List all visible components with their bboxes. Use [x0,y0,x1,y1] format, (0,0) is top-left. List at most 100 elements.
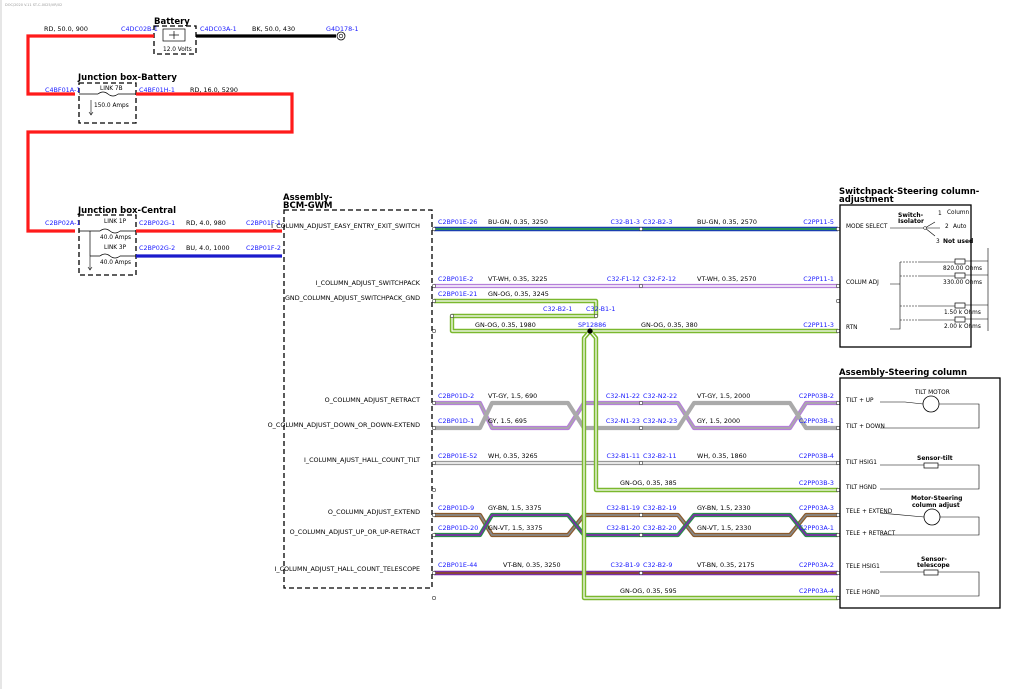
fuse-icon [99,228,121,234]
end-connector: C2PP03A-2 [799,561,834,569]
inline-connector: C32-B2-20 [643,524,677,532]
battery-box [153,25,197,55]
wire-label-left: VT-WH, 0.35, 3225 [488,275,547,283]
connector-pin [431,298,437,304]
bcm-pin: C2BP01E-52 [438,452,477,460]
end-connector: C2PP03B-2 [799,392,834,400]
resistor-icon [954,272,966,279]
jb-battery-amps: 150.0 Amps [94,103,129,109]
svg-text:3: 3 [936,239,940,245]
connector-pin [431,487,437,493]
battery-section: Battery 12.0 Volts RD, 50.0, 900 C4DC02B… [26,17,359,96]
inline-connector: C32-B1-3 [611,218,641,226]
splice-conn1: C32-B2-1 [543,305,573,313]
splice-node-label: SP12886 [578,321,606,329]
bcm-title-1: Assembly- [283,193,333,203]
splice-end: C2PP11-3 [803,321,834,329]
svg-text:TELE HSIG1: TELE HSIG1 [845,564,880,570]
bcm-signal-name: I_COLUMN_ADJUST_EASY_ENTRY_EXIT_SWITCH [271,222,420,230]
inline-connector: C32-B1-9 [611,561,641,569]
wire-label-left: VT-BN, 0.35, 3250 [503,561,561,569]
inline-connector: C32-B2-3 [643,218,673,226]
inline-connector: C32-N2-22 [643,392,677,400]
header-small: DOC/2020 V.11 ST-C-0025/VR/02 [5,3,62,7]
battery-voltage: 12.0 Volts [163,47,192,53]
inline-connector: C32-N2-23 [643,417,677,425]
jb-central-link1: LINK 1P [104,219,127,225]
motor-steering-label-2: column adjust [912,502,960,509]
sensor-tele-label-2: telescope [917,562,950,569]
connector-pin [449,313,455,319]
jb-central-in: C2BP02A-1 [45,219,81,227]
gnd-branch-wire: GN-OG, 0.35, 595 [620,587,677,595]
switch-isolator-2: Isolator [898,218,924,225]
connector-pin [431,283,437,289]
connector-pin [638,226,644,232]
connector-pin [638,570,644,576]
svg-text:TILT HSIG1: TILT HSIG1 [845,460,877,466]
wire-label-right: GY-BN, 1.5, 2330 [697,504,751,512]
wire-label-left: GY-BN, 1.5, 3375 [488,504,542,512]
connector-pin [835,570,841,576]
svg-text:Auto: Auto [953,224,967,230]
bcm-pin: C2BP01E-2 [438,275,473,283]
ground-icon [336,31,346,41]
wire-label-right: GY, 1.5, 2000 [697,417,740,425]
splice-node [587,328,593,334]
switchpack-title-2: adjustment [839,195,894,205]
connector-pin [638,460,644,466]
connector-pin [638,283,644,289]
bcm-signal-name: I_COLUMN_ADJUST_HALL_COUNT_TELESCOPE [274,565,420,573]
sensor-icon [923,569,939,576]
bcm-title-2: BCM-GWM [283,201,333,211]
sensor-tilt-label: Sensor-tilt [917,455,953,462]
ground-connector: G4D178-1 [326,25,359,33]
not-used-label: Not used [943,238,973,245]
splice-wire-left: GN-OG, 0.35, 1980 [475,321,536,329]
bcm-pin: C2BP01E-21 [438,290,477,298]
motor-icon [922,395,940,413]
connector-pin [835,400,841,406]
switch-isolator-1: Switch- [898,212,924,219]
wire-gnd-tele-core[interactable] [583,330,838,599]
wire-down-extend-core[interactable] [434,402,838,429]
jb-central-out1: C2BP02G-1 [139,219,175,227]
bcm-signal-name: I_COLUMN_AJUST_HALL_COUNT_TILT [304,456,420,464]
wire-up-retract-core[interactable] [434,514,838,536]
sensor-tele-label-1: Sensor- [921,556,947,563]
connector-pin [835,328,841,334]
end-connector: C2PP11-1 [803,275,834,283]
connector-pin [638,400,644,406]
junction-box-battery: Junction box-Battery C4BF01A-1 LINK 7B 1… [26,73,294,233]
wire-label-right: GN-VT, 1.5, 2330 [697,524,752,532]
resistor-icon [954,316,966,323]
motor-steering-label-1: Motor-Steering [911,495,962,502]
bcm-signal-name: O_COLUMN_ADJUST_UP_OR_UP-RETRACT [290,528,421,536]
wire-label-left: WH, 0.35, 3265 [488,452,538,460]
wire-battery-right-label: BK, 50.0, 430 [252,25,295,33]
wire-label-left: GY, 1.5, 695 [488,417,527,425]
bcm-pin: C2BP01E-44 [438,561,477,569]
connector-pin [835,460,841,466]
wire1-label: RD, 4.0, 980 [186,219,226,227]
wire-jb-battery-out[interactable] [26,92,294,233]
wire-gnd-tilt-core[interactable] [589,330,838,491]
connector-pin [835,226,841,232]
connector-pin [835,532,841,538]
inline-connector: C32-N1-23 [606,417,640,425]
inline-connector: C32-F1-12 [607,275,640,283]
svg-text:1: 1 [938,211,942,217]
jb-battery-out: C4BF01H-1 [139,86,175,94]
connector-pin [835,283,841,289]
steering-column-section: Assembly-Steering column TILT + UP TILT … [839,368,1001,609]
end-connector: C2PP11-5 [803,218,834,226]
signal-labels: I_COLUMN_ADJUST_EASY_ENTRY_EXIT_SWITCH C2… [268,218,834,595]
sw-pin-mode: MODE SELECT [846,224,888,230]
wire-battery-positive[interactable] [26,34,154,96]
wire-label-left: VT-GY, 1.5, 690 [488,392,537,400]
wire-label-left: GN-OG, 0.35, 3245 [488,290,549,298]
wire-gnd-switchpack-core[interactable] [434,300,838,332]
bcm-pin: C2BP01E-26 [438,218,477,226]
connector-pin [431,400,437,406]
